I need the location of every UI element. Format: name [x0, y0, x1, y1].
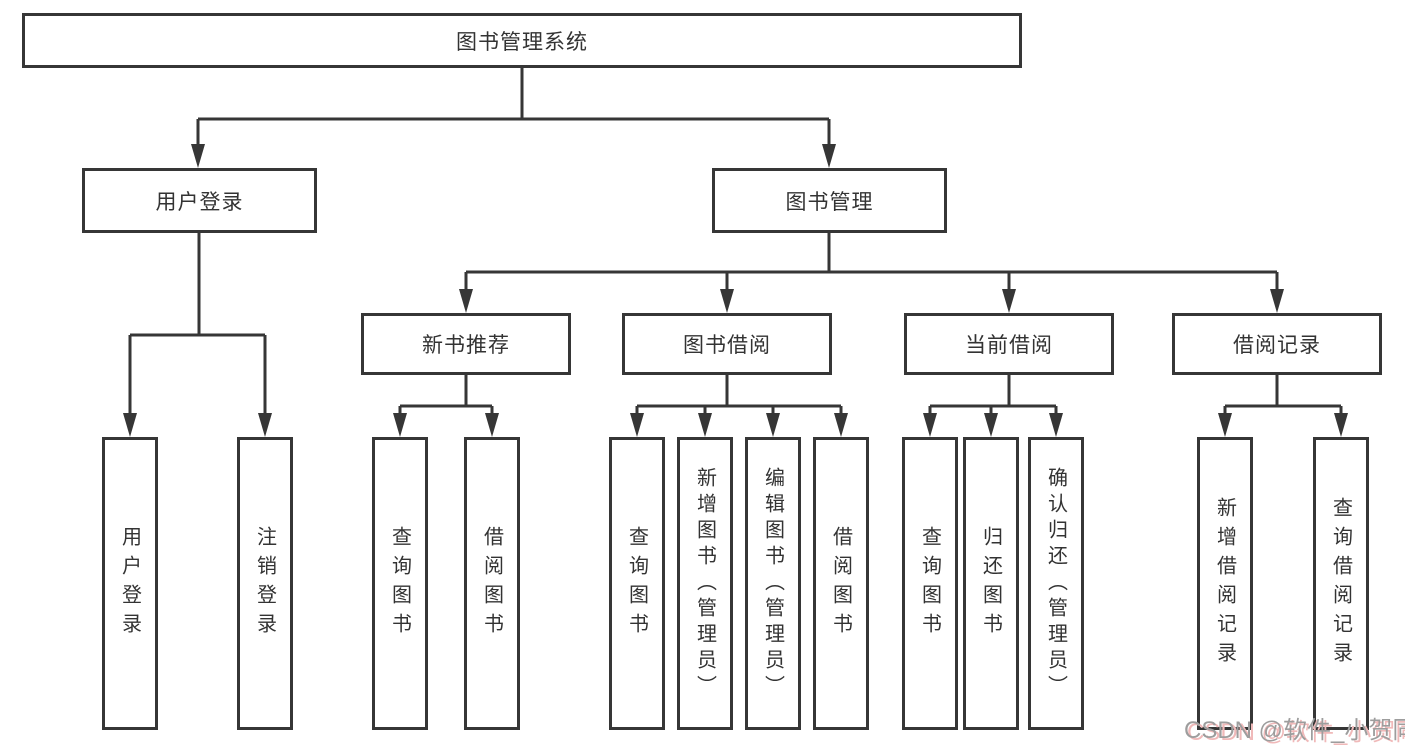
leaf-add-books-admin: 新增图书（管理员） [677, 437, 733, 730]
leaf-label: 查询借阅记录 [1329, 496, 1352, 671]
leaf-label: 新增图书（管理员） [693, 466, 716, 701]
leaf-label: 新增借阅记录 [1213, 496, 1236, 671]
connector-root-to-level2 [191, 68, 836, 168]
leaf-edit-books-admin: 编辑图书（管理员） [745, 437, 801, 730]
connector-borrow-record-children [1218, 375, 1348, 437]
leaf-query-borrow-record: 查询借阅记录 [1313, 437, 1369, 730]
node-label: 借阅记录 [1233, 334, 1321, 357]
node-label: 新书推荐 [422, 334, 510, 357]
node-label: 用户登录 [155, 190, 244, 214]
leaf-label: 编辑图书（管理员） [761, 466, 784, 701]
leaf-user-login: 用户登录 [102, 437, 158, 730]
leaf-label: 用户登录 [118, 525, 141, 642]
node-label: 图书管理 [785, 190, 874, 214]
leaf-borrow-books: 借阅图书 [813, 437, 869, 730]
node-new-book-recommend: 新书推荐 [361, 313, 571, 375]
connector-book-borrow-children [630, 375, 848, 437]
leaf-add-borrow-record: 新增借阅记录 [1197, 437, 1253, 730]
node-library-management-system: 图书管理系统 [22, 13, 1022, 68]
leaf-label: 确认归还（管理员） [1044, 466, 1067, 701]
csdn-watermark: CSDN @软件_小贺同学 [1184, 717, 1405, 744]
node-current-borrow: 当前借阅 [904, 313, 1114, 375]
node-borrow-record: 借阅记录 [1172, 313, 1382, 375]
node-book-management: 图书管理 [712, 168, 947, 233]
leaf-label: 查询图书 [625, 525, 648, 642]
leaf-borrow-books-recommend: 借阅图书 [464, 437, 520, 730]
leaf-label: 归还图书 [979, 525, 1002, 642]
connector-user-login-children [123, 233, 272, 437]
leaf-return-books: 归还图书 [963, 437, 1019, 730]
leaf-query-books-current: 查询图书 [902, 437, 958, 730]
leaf-label: 查询图书 [918, 525, 941, 642]
leaf-logout: 注销登录 [237, 437, 293, 730]
node-book-borrow: 图书借阅 [622, 313, 832, 375]
leaf-label: 注销登录 [253, 525, 276, 642]
node-label: 图书借阅 [683, 334, 771, 357]
node-label: 图书管理系统 [456, 30, 588, 54]
leaf-label: 查询图书 [388, 525, 411, 642]
leaf-label: 借阅图书 [480, 525, 503, 642]
connector-current-borrow-children [923, 375, 1063, 437]
leaf-label: 借阅图书 [829, 525, 852, 642]
node-label: 当前借阅 [965, 334, 1053, 357]
leaf-query-books-recommend: 查询图书 [372, 437, 428, 730]
leaf-confirm-return-admin: 确认归还（管理员） [1028, 437, 1084, 730]
leaf-query-books-borrow: 查询图书 [609, 437, 665, 730]
connector-book-management-children [459, 233, 1284, 313]
connector-new-book-children [393, 375, 499, 437]
node-user-login: 用户登录 [82, 168, 317, 233]
